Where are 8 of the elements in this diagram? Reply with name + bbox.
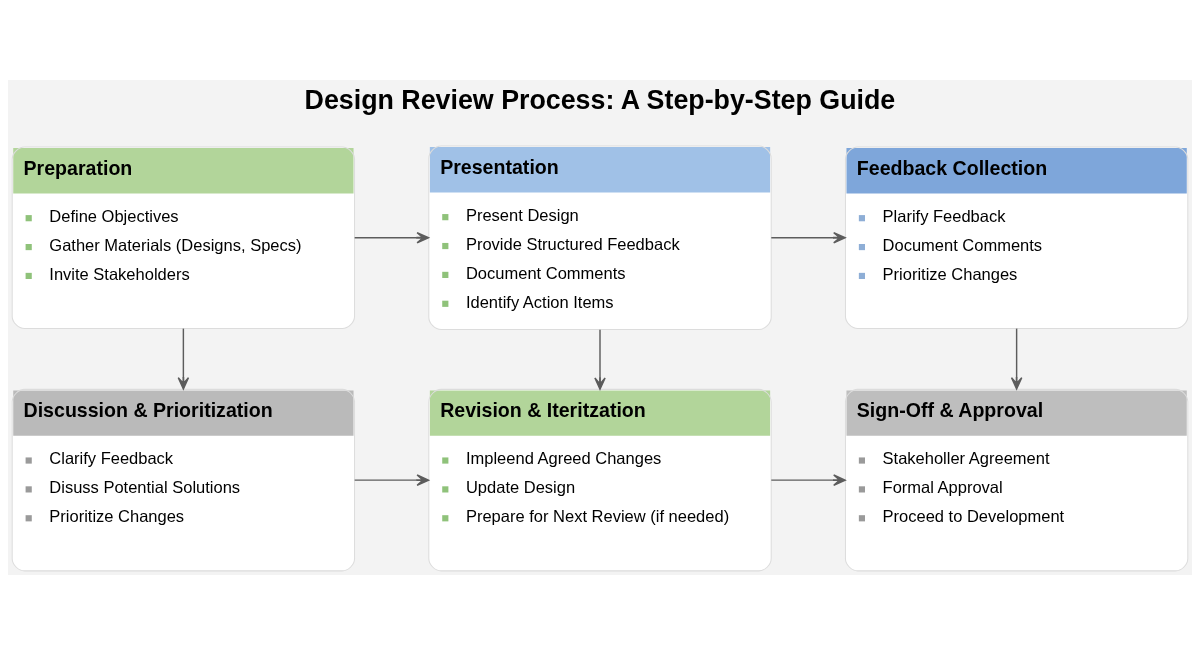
arrow bbox=[353, 231, 430, 244]
arrow bbox=[770, 473, 846, 486]
diagram-title: Design Review Process: A Step-by-Step Guide bbox=[304, 84, 896, 115]
arrow bbox=[177, 327, 190, 390]
arrow bbox=[353, 473, 430, 486]
arrow bbox=[594, 328, 606, 390]
arrow bbox=[770, 231, 846, 244]
arrow bbox=[1010, 327, 1023, 390]
